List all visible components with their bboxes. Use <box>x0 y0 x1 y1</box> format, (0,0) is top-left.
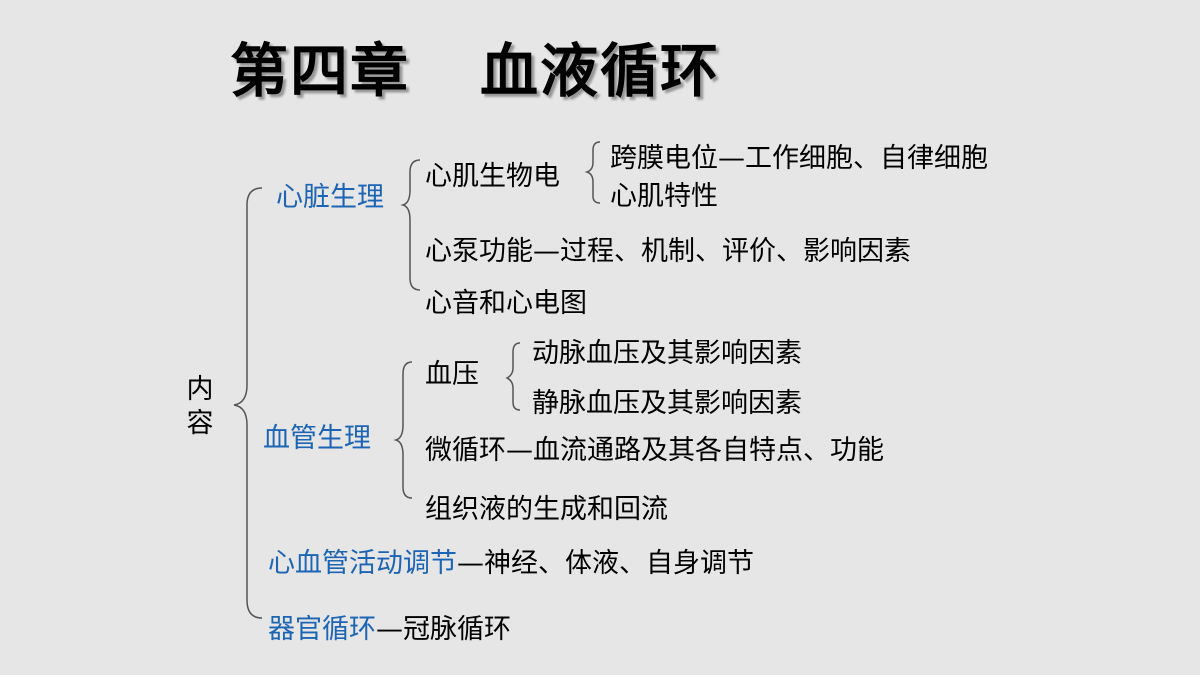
vessel-brace <box>393 361 413 499</box>
organ-circulation-detail: —冠脉循环 <box>376 614 511 645</box>
bp-brace <box>505 342 521 411</box>
root-label: 内容 <box>186 374 214 439</box>
root-brace <box>233 187 263 619</box>
cardiac-bioelectric-label: 心肌生物电 <box>425 161 560 192</box>
chapter-number: 第四章 <box>230 37 411 105</box>
heart-sound-ecg-item: 心音和心电图 <box>425 288 587 319</box>
pump-function-item: 心泵功能—过程、机制、评价、影响因素 <box>425 236 911 267</box>
heart-physiology-label: 心脏生理 <box>276 182 384 213</box>
organ-circulation-row: 器官循环—冠脉循环 <box>268 616 511 643</box>
regulation-label: 心血管活动调节 <box>268 548 457 579</box>
cardiac-property-item: 心肌特性 <box>610 181 718 212</box>
regulation-row: 心血管活动调节—神经、体液、自身调节 <box>268 550 754 577</box>
membrane-potential-item: 跨膜电位—工作细胞、自律细胞 <box>610 143 988 174</box>
arterial-pressure-item: 动脉血压及其影响因素 <box>532 338 802 369</box>
slide-title: 第四章 血液循环 <box>230 24 720 108</box>
microcirculation-item: 微循环—血流通路及其各自特点、功能 <box>425 435 884 466</box>
venous-pressure-item: 静脉血压及其影响因素 <box>532 388 802 419</box>
blood-pressure-label: 血压 <box>425 359 479 390</box>
heart-brace <box>400 159 421 291</box>
chapter-name: 血液循环 <box>480 37 721 105</box>
regulation-detail: —神经、体液、自身调节 <box>457 548 754 579</box>
organ-circulation-label: 器官循环 <box>268 614 376 645</box>
muscle-brace <box>584 141 601 204</box>
vessel-physiology-label: 血管生理 <box>263 423 371 454</box>
tissue-fluid-item: 组织液的生成和回流 <box>425 494 668 525</box>
